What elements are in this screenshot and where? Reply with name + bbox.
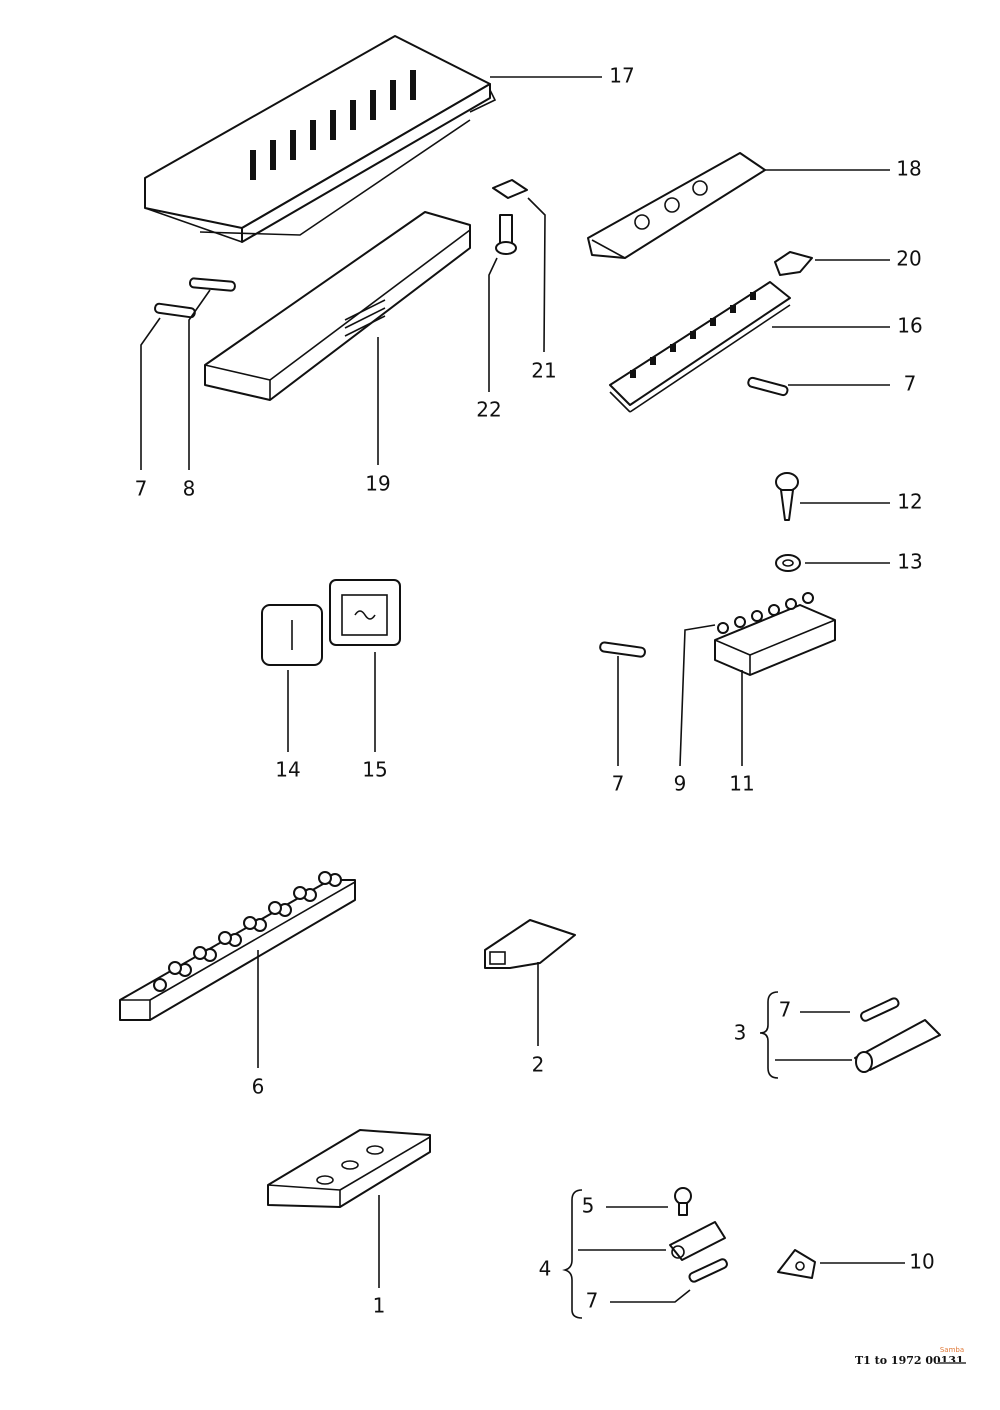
part-15-holder bbox=[329, 579, 401, 646]
callout-14: 14 bbox=[275, 758, 300, 782]
part-3-inline-fuse bbox=[854, 997, 941, 1073]
callout-7: 7 bbox=[612, 772, 625, 796]
callout-6: 6 bbox=[252, 1075, 265, 1099]
part-14-cap bbox=[261, 604, 323, 666]
diagram-reference: T1 to 1972 00131 bbox=[855, 1354, 964, 1367]
part-7-fuse-bottom bbox=[688, 1258, 728, 1283]
callout-7: 7 bbox=[135, 477, 148, 501]
callout-11: 11 bbox=[729, 772, 754, 796]
part-5-screw bbox=[674, 1187, 692, 1216]
part-7-fuse-middle bbox=[599, 641, 646, 658]
part-8-fuse bbox=[188, 277, 236, 292]
callout-7: 7 bbox=[586, 1289, 599, 1313]
part-19-tray bbox=[204, 211, 471, 401]
part-6-terminal-strip bbox=[119, 871, 356, 1021]
callout-4: 4 bbox=[539, 1257, 552, 1281]
part-13-washer bbox=[775, 554, 801, 572]
part-18-cover bbox=[587, 152, 766, 259]
callout-12: 12 bbox=[897, 490, 922, 514]
samba-logo: Samba bbox=[938, 1346, 966, 1364]
part-11-terminal-block bbox=[714, 592, 836, 676]
callout-13: 13 bbox=[897, 550, 922, 574]
callout-9: 9 bbox=[674, 772, 687, 796]
part-22-screw bbox=[495, 214, 517, 255]
part-1-fuse-block bbox=[267, 1129, 431, 1208]
callout-15: 15 bbox=[362, 758, 387, 782]
callout-7: 7 bbox=[904, 372, 917, 396]
callout-3: 3 bbox=[734, 1021, 747, 1045]
part-17-fuse-box-cover bbox=[144, 35, 497, 243]
part-10-clip bbox=[777, 1249, 816, 1279]
part-20-clip bbox=[774, 251, 813, 276]
callout-18: 18 bbox=[896, 157, 921, 181]
callout-17: 17 bbox=[609, 64, 634, 88]
leader-lines bbox=[140, 76, 905, 1319]
callout-5: 5 bbox=[582, 1194, 595, 1218]
part-12-screw bbox=[775, 472, 799, 521]
callout-20: 20 bbox=[896, 247, 921, 271]
callout-16: 16 bbox=[897, 314, 922, 338]
callout-19: 19 bbox=[365, 472, 390, 496]
part-7-fuse-right bbox=[747, 376, 789, 397]
callout-22: 22 bbox=[476, 398, 501, 422]
part-21-clip bbox=[492, 179, 528, 199]
callout-8: 8 bbox=[183, 477, 196, 501]
part-16-fuse-holder bbox=[609, 281, 791, 413]
callout-21: 21 bbox=[531, 359, 556, 383]
callout-2: 2 bbox=[532, 1053, 545, 1077]
part-7-fuse bbox=[154, 302, 196, 319]
part-2-connector bbox=[484, 919, 576, 969]
callout-1: 1 bbox=[373, 1294, 386, 1318]
callout-7: 7 bbox=[779, 998, 792, 1022]
part-4-holder bbox=[669, 1221, 726, 1261]
callout-10: 10 bbox=[909, 1250, 934, 1274]
